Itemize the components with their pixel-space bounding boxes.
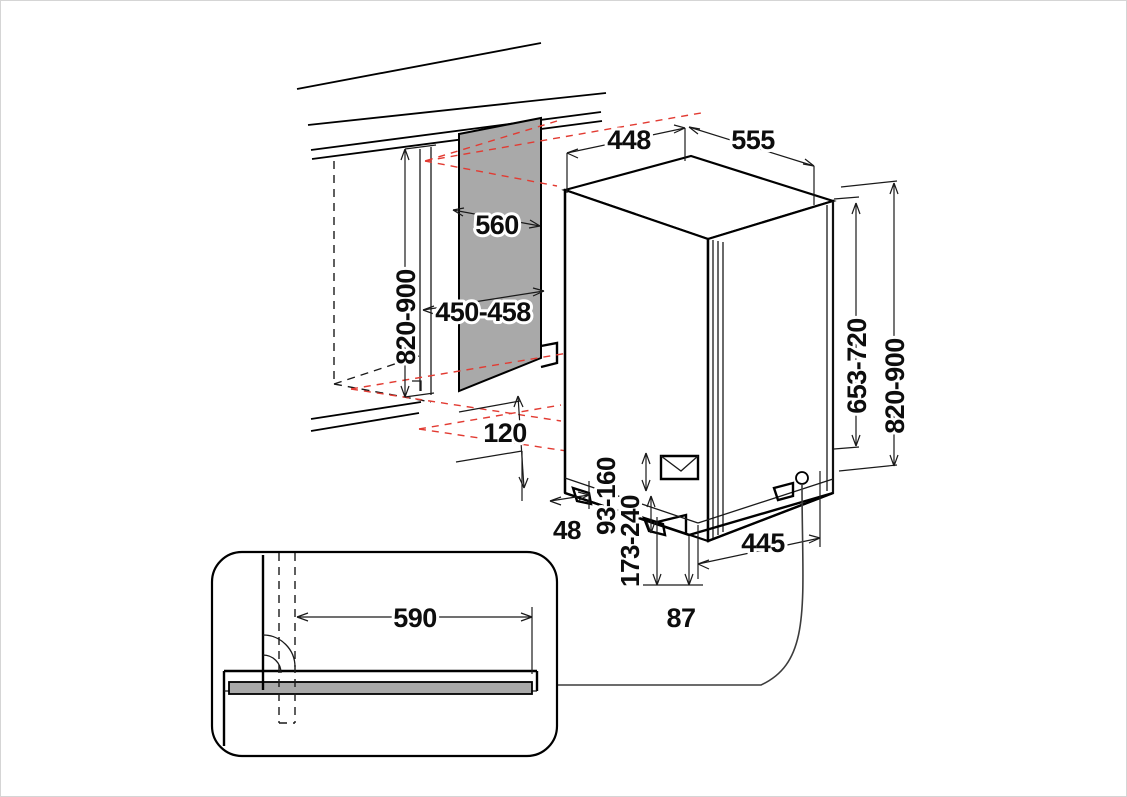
dimension-448: 448 (566, 122, 686, 193)
dim-448-label: 448 (607, 125, 651, 155)
dim-48-label: 48 (553, 515, 581, 545)
dishwasher-base-and-feet (564, 454, 834, 543)
dim-820-900-right-label: 820-900 (880, 338, 910, 434)
dimension-653-720: 653-720 (833, 196, 875, 450)
dim-560-label: 560 (475, 210, 519, 240)
door-swing-arc-outer (262, 634, 296, 668)
niche-gray-panel (458, 116, 559, 393)
dimension-445: 445 (697, 471, 821, 579)
dishwasher-body (561, 154, 837, 543)
dimension-93-160: 93-160 (588, 452, 651, 538)
dimension-590: 590 (296, 600, 533, 674)
dimension-555: 555 (688, 122, 815, 205)
dimension-87: 87 (643, 517, 703, 636)
detail-view-content (222, 553, 539, 746)
dim-120-label: 120 (483, 418, 527, 448)
dim-93-160-label: 93-160 (591, 457, 621, 535)
dim-173-240-label: 173-240 (615, 495, 645, 587)
detail-leader-line (557, 483, 804, 686)
dim-555-label: 555 (731, 125, 775, 155)
dimension-120: 120 (455, 395, 530, 501)
dim-450-458-label: 450-458 (435, 297, 531, 327)
niche-side-wall (310, 147, 432, 432)
dim-87-label: 87 (666, 603, 695, 633)
dimension-48: 48 (549, 481, 590, 548)
door-swing-arc-inner (262, 654, 282, 674)
dimension-820-900-left: 820-900 (388, 144, 437, 398)
dim-820-900-left-label: 820-900 (391, 269, 421, 365)
dim-653-720-label: 653-720 (842, 318, 872, 414)
dimension-173-240: 173-240 (612, 492, 656, 590)
countertop-lines (296, 42, 607, 160)
dimension-820-900-right: 820-900 (838, 180, 913, 472)
dimension-560: 560 (452, 207, 541, 243)
dimension-450-458: 450-458 (422, 287, 545, 330)
detail-callout-box (210, 550, 559, 758)
dim-590-label: 590 (393, 603, 437, 633)
dim-445-label: 445 (741, 528, 785, 558)
detail-door-panel (228, 681, 533, 695)
